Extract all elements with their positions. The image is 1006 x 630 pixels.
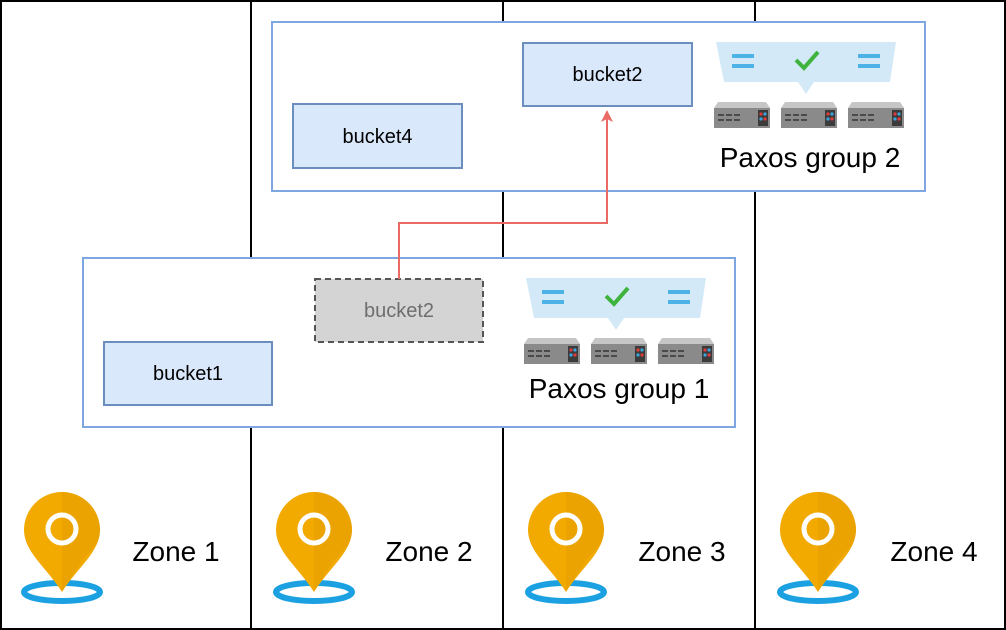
bucket-box: bucket4	[292, 103, 463, 169]
zone-2: Zone 2	[276, 492, 473, 601]
zone-label: Zone 4	[890, 536, 977, 567]
paxos-group-2: bucket4 bucket2 Paxos group 2	[271, 21, 926, 192]
paxos-group-1: bucket2 bucket1 Paxos group 1	[82, 257, 736, 428]
map-pin-icon	[528, 492, 604, 601]
zone-4: Zone 4	[780, 492, 978, 601]
bucket-label: bucket1	[153, 363, 223, 385]
bucket-label: bucket4	[342, 126, 412, 148]
bucket-label: bucket2	[572, 64, 642, 86]
bucket-box: bucket2	[522, 42, 693, 107]
zone-label: Zone 2	[385, 536, 472, 567]
zone-label: Zone 1	[132, 536, 219, 567]
zone-1: Zone 1	[24, 492, 220, 601]
zone-label: Zone 3	[638, 536, 725, 567]
migration-arrow	[398, 110, 613, 279]
map-pin-icon	[276, 492, 352, 601]
zone-3: Zone 3	[528, 492, 726, 601]
bucket-box-moving: bucket2	[314, 278, 484, 343]
bucket-box: bucket1	[103, 341, 273, 406]
map-pin-icon	[24, 492, 100, 601]
paxos-group-label: Paxos group 2	[720, 142, 901, 173]
bucket-label: bucket2	[364, 300, 434, 322]
map-pin-icon	[780, 492, 856, 601]
paxos-group-label: Paxos group 1	[529, 373, 710, 404]
